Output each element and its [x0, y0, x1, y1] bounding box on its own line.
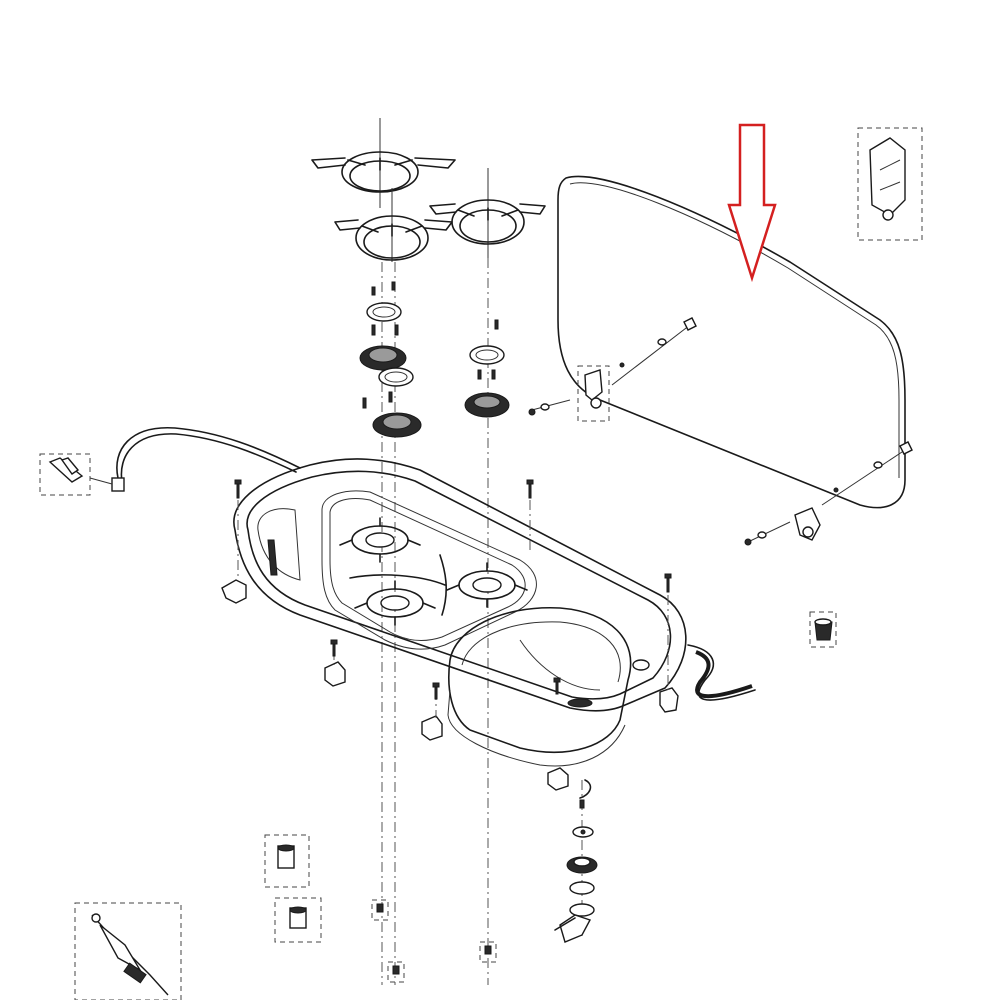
- callout-gas-tap: [74, 902, 182, 1000]
- hob-sink-unit: [233, 458, 687, 767]
- burner-assembly-left: [359, 262, 422, 985]
- mounting-clips: [221, 579, 679, 791]
- burner-assembly-right: [464, 258, 510, 985]
- callout-lid-catch: [857, 127, 923, 241]
- gas-inlet-fitting: [554, 779, 598, 943]
- callout-small-parts: [371, 899, 497, 983]
- lid-hinge-right: [744, 441, 913, 546]
- ignition-cable: [111, 427, 301, 492]
- glass-lid: [557, 175, 906, 509]
- pan-support-left-rear: [311, 118, 456, 208]
- callout-cable-connector: [39, 453, 113, 496]
- pan-support-left-front: [334, 188, 453, 262]
- mounting-screws: [234, 479, 672, 718]
- gas-hose: [687, 644, 756, 701]
- lid-hinge-left: [528, 317, 697, 422]
- pan-support-right: [429, 168, 546, 258]
- callout-rubber-foot: [809, 611, 837, 648]
- callout-injector-1: [264, 834, 310, 888]
- highlight-arrow: [727, 123, 777, 283]
- callout-injector-2: [274, 897, 322, 943]
